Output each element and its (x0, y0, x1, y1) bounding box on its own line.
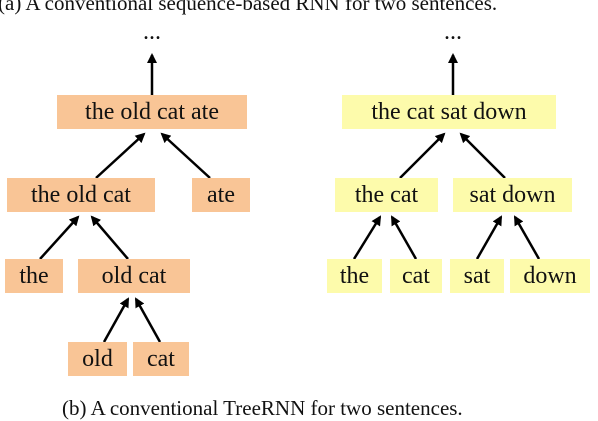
edge-old-to-oldcat (102, 297, 130, 343)
node-the-2: the (327, 259, 382, 293)
edge-the-to-thecat (352, 215, 382, 260)
edge-satdown-to-root (459, 132, 506, 179)
node-the-old-cat: the old cat (7, 178, 155, 212)
edge-cat-to-oldcat (134, 297, 162, 343)
node-old: old (68, 342, 127, 376)
edge-ate-to-root (160, 132, 211, 179)
node-the-old-cat-ate: the old cat ate (57, 95, 247, 129)
edge-sat-to-satdown (475, 215, 503, 260)
edge-the-to-theoldcat (39, 215, 80, 260)
edge-oldcat-to-theoldcat (90, 215, 129, 260)
node-down: down (510, 259, 590, 293)
caption-top: (a) A conventional sequence-based RNN fo… (0, 0, 498, 15)
node-ate: ate (192, 178, 250, 212)
edge-cat-to-thecat (390, 215, 418, 260)
edge-down-to-satdown (513, 215, 541, 260)
node-the-cat: the cat (335, 178, 438, 212)
node-cat: cat (133, 342, 189, 376)
ellipsis-tree2: ... (444, 19, 462, 45)
node-the: the (5, 259, 63, 293)
node-the-cat-sat-down: the cat sat down (342, 95, 556, 129)
node-cat-2: cat (390, 259, 442, 293)
edge-thecat-to-root (399, 132, 446, 179)
edge-theoldcat-to-root (95, 132, 146, 179)
ellipsis-tree1: ... (143, 19, 161, 45)
node-sat-down: sat down (453, 178, 572, 212)
node-sat: sat (450, 259, 504, 293)
caption-bottom: (b) A conventional TreeRNN for two sente… (62, 396, 463, 420)
node-old-cat: old cat (78, 259, 190, 293)
